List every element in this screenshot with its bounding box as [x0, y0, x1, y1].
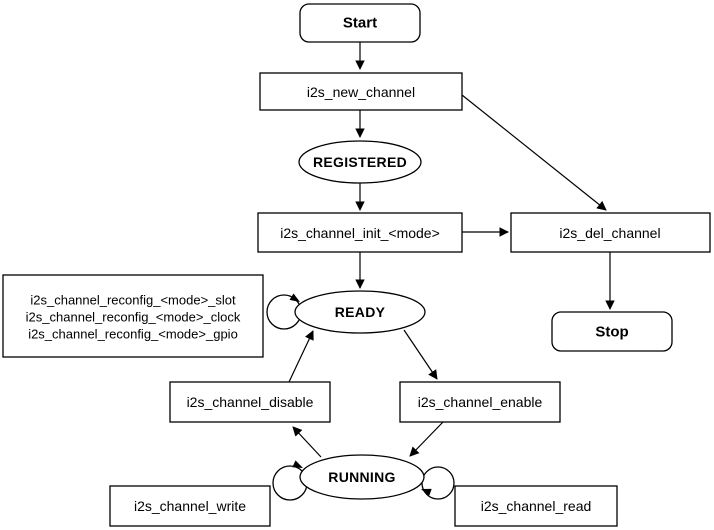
channel-read-box — [454, 485, 618, 527]
edge-enable-to-running — [409, 420, 445, 457]
running-right-self-loop-arrowhead — [421, 488, 432, 496]
ready-label: READY — [335, 304, 386, 320]
channel-disable-label: i2s_channel_disable — [187, 394, 314, 410]
channel-write-box — [109, 485, 271, 527]
channel-disable-box — [169, 381, 331, 423]
channel-enable-box — [399, 381, 561, 423]
channel-read-label: i2s_channel_read — [481, 498, 592, 514]
start-node: Start — [299, 3, 421, 43]
reconfig-line-clock: i2s_channel_reconfig_<mode>_clock — [26, 310, 241, 325]
registered-label: REGISTERED — [313, 154, 407, 170]
channel-enable-label: i2s_channel_enable — [418, 394, 543, 410]
channel-enable-node: i2s_channel_enable — [399, 381, 561, 423]
new-channel-node: i2s_new_channel — [259, 72, 463, 111]
channel-init-node: i2s_channel_init_<mode> — [257, 212, 463, 253]
edge-disable-to-ready — [288, 330, 314, 383]
channel-read-node: i2s_channel_read — [454, 485, 618, 527]
del-channel-node: i2s_del_channel — [510, 212, 711, 253]
stop-node: Stop — [551, 311, 673, 352]
start-label: Start — [343, 15, 377, 32]
edge-running-to-disable — [292, 426, 322, 458]
stop-box — [551, 311, 673, 352]
channel-write-node: i2s_channel_write — [109, 485, 271, 527]
edge-new-channel-to-del-channel — [461, 94, 607, 211]
new-channel-label: i2s_new_channel — [307, 84, 415, 100]
del-channel-box — [510, 212, 711, 253]
running-left-self-loop-arrowhead — [292, 460, 303, 468]
ready-state: READY — [294, 290, 426, 334]
running-right-self-loop — [421, 466, 455, 500]
new-channel-box — [259, 72, 463, 111]
channel-init-box — [257, 212, 463, 253]
reconfig-line-slot: i2s_channel_reconfig_<mode>_slot — [30, 293, 236, 308]
channel-init-label: i2s_channel_init_<mode> — [280, 225, 440, 241]
channel-write-label: i2s_channel_write — [134, 498, 246, 514]
ready-self-loop-arrowhead — [289, 293, 300, 302]
edge-ready-to-enable — [403, 329, 438, 380]
del-channel-label: i2s_del_channel — [559, 225, 660, 241]
registered-ellipse — [298, 140, 422, 184]
running-state: RUNNING — [299, 454, 425, 500]
reconfig-line-gpio: i2s_channel_reconfig_<mode>_gpio — [28, 327, 238, 342]
stop-label: Stop — [595, 324, 628, 341]
ready-ellipse — [294, 290, 426, 334]
reconfig-node: i2s_channel_reconfig_<mode>_slot i2s_cha… — [2, 274, 264, 358]
start-box — [299, 3, 421, 43]
registered-state: REGISTERED — [298, 140, 422, 184]
running-ellipse — [299, 454, 425, 500]
reconfig-box — [2, 274, 264, 358]
running-label: RUNNING — [328, 469, 395, 485]
channel-disable-node: i2s_channel_disable — [169, 381, 331, 423]
